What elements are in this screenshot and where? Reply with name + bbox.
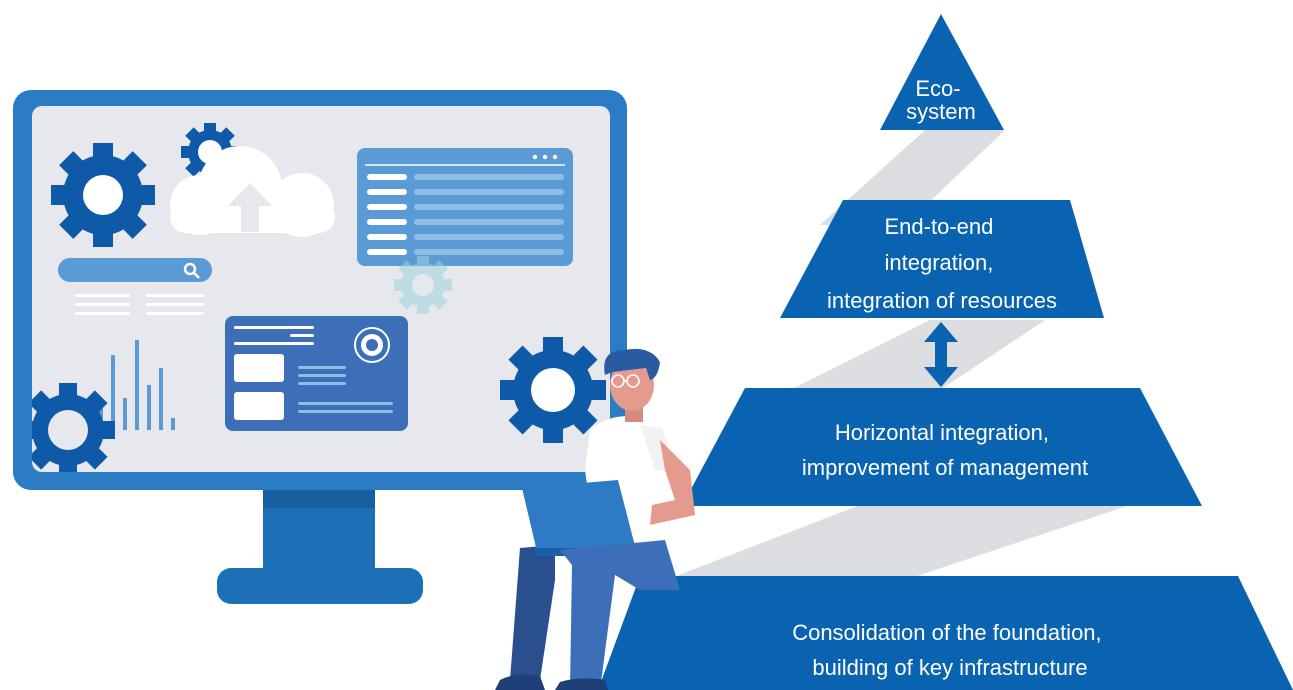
pyramid: Eco- system End-to-end integration, inte… [598,14,1293,690]
gear-icon [500,337,606,443]
tier-ecosystem-label: Eco- system [906,76,976,124]
monitor-stand-base [217,568,423,604]
tier-ecosystem [880,14,1004,130]
tier-end-to-end [780,200,1104,318]
list-window [357,148,573,266]
tier-end-to-end-label: End-to-end integration, integration of r… [827,214,1057,313]
tier-horizontal [682,388,1202,506]
gear-icon [32,383,115,472]
search-bar [58,258,212,282]
profile-card [225,316,408,431]
gear-icon [51,143,155,247]
target-icon [354,327,390,363]
cloud-upload-icon [170,146,335,237]
gear-icon [394,256,452,314]
tier-horizontal-label: Horizontal integration, improvement of m… [802,420,1088,480]
search-icon [183,262,200,279]
text-placeholder [75,294,204,315]
tier-foundation-label: Consolidation of the foundation, buildin… [792,620,1108,680]
double-arrow-icon [924,322,958,387]
person-with-laptop [495,348,695,690]
dots-icon [532,154,558,160]
staircase-ribbon [640,130,1130,590]
tier-foundation [598,576,1293,690]
